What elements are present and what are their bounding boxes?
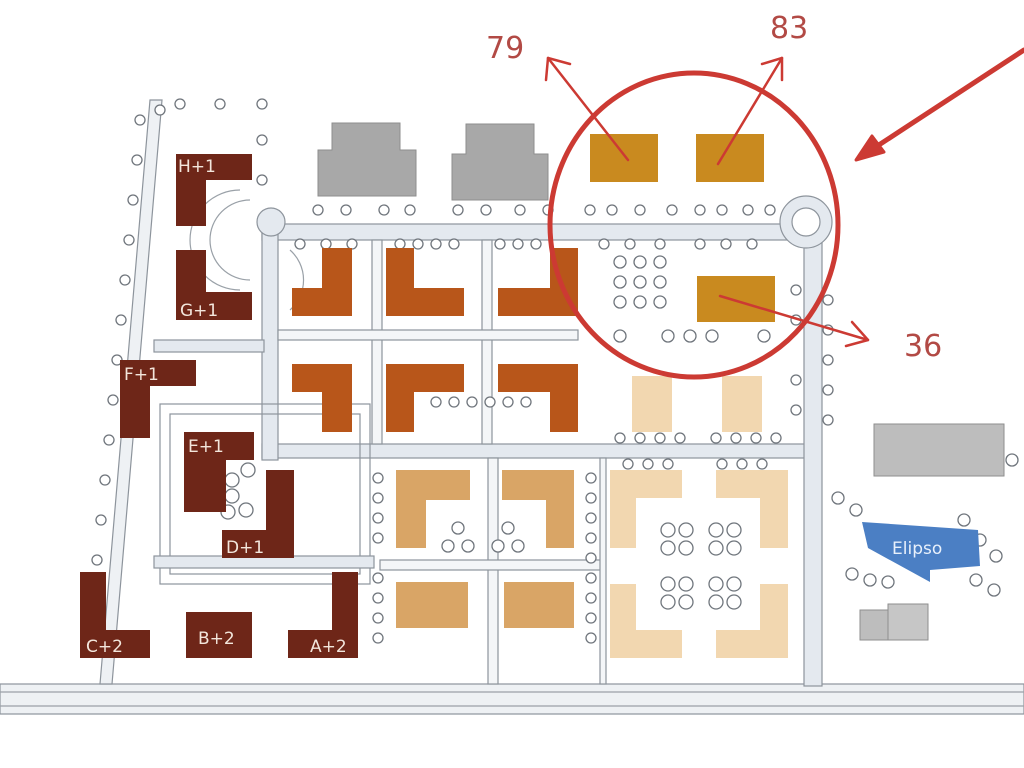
gold-building-36 <box>697 276 775 322</box>
orange-building-3 <box>498 248 578 316</box>
building-E1 <box>184 432 254 512</box>
grey-building-southeast-2 <box>887 603 929 641</box>
highlight-circle <box>547 70 841 380</box>
building-G1 <box>176 250 252 320</box>
label-C2: C+2 <box>86 637 123 657</box>
light-building-1 <box>632 376 672 432</box>
orange-buildings <box>292 248 578 432</box>
arrowhead-83 <box>760 56 784 82</box>
building-A2 <box>288 572 358 658</box>
gold-building-83 <box>696 134 764 182</box>
grey-building-1 <box>317 122 417 197</box>
building-H1 <box>176 154 252 226</box>
elipso-landmark: Elipso <box>862 522 980 582</box>
orange-building-2 <box>386 248 464 316</box>
tan-building-1 <box>396 470 470 548</box>
grey-building-2 <box>451 123 549 201</box>
orange-building-6 <box>498 364 578 432</box>
arrow-36 <box>718 294 870 342</box>
building-B2 <box>186 612 252 658</box>
label-F1: F+1 <box>124 365 159 385</box>
label-B2: B+2 <box>198 629 235 649</box>
orange-building-4 <box>292 364 352 432</box>
label-G1: G+1 <box>180 301 218 321</box>
building-F1 <box>120 360 196 438</box>
orange-building-1 <box>292 248 352 316</box>
grey-building-east <box>873 423 1005 477</box>
pointer-arrowhead <box>854 134 886 162</box>
pointer-arrow <box>859 47 1024 159</box>
tan-buildings <box>396 470 574 628</box>
road-network <box>0 99 1024 715</box>
label-E1: E+1 <box>188 437 224 457</box>
orange-building-5 <box>386 364 464 432</box>
tree-rows <box>83 98 1019 646</box>
light-building-5 <box>610 584 682 658</box>
arrowhead-36 <box>844 320 870 348</box>
light-building-3 <box>610 470 682 548</box>
arrow-79 <box>546 56 630 162</box>
arrow-83 <box>716 56 784 166</box>
elipso-label: Elipso <box>892 539 942 559</box>
annotation-79: 79 <box>486 31 524 66</box>
light-building-2 <box>722 376 762 432</box>
light-building-6 <box>716 584 788 658</box>
annotation-layer <box>544 47 1024 380</box>
tan-building-4 <box>504 582 574 628</box>
grey-buildings <box>317 122 1005 641</box>
existing-buildings <box>80 154 358 658</box>
light-buildings <box>610 376 788 658</box>
annotation-83: 83 <box>770 11 808 46</box>
elipso-building <box>862 522 980 582</box>
building-C2 <box>80 572 150 658</box>
building-D1 <box>222 470 294 558</box>
arrowhead-79 <box>544 56 572 82</box>
tan-building-2 <box>502 470 574 548</box>
light-building-4 <box>716 470 788 548</box>
tan-building-3 <box>396 582 468 628</box>
highlighted-buildings <box>590 134 775 322</box>
label-H1: H+1 <box>178 157 216 177</box>
building-labels: H+1 G+1 F+1 E+1 D+1 C+2 B+2 A+2 <box>86 157 347 657</box>
label-A2: A+2 <box>310 637 347 657</box>
gold-building-79 <box>590 134 658 182</box>
annotation-36: 36 <box>904 329 942 364</box>
label-D1: D+1 <box>226 538 264 558</box>
